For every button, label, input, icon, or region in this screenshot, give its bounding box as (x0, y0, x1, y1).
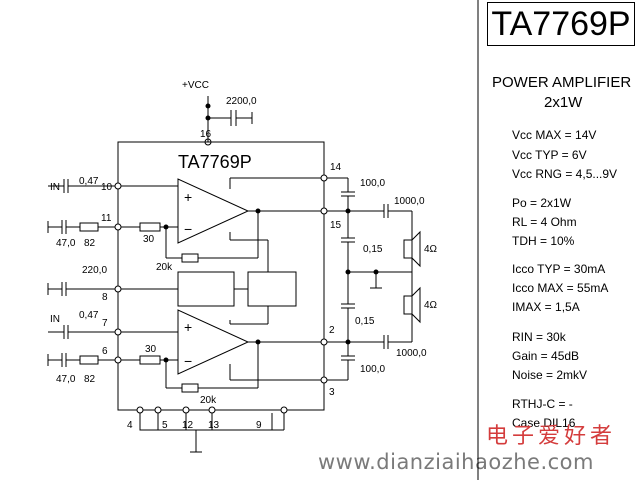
label-c-fb1: 47,0 (56, 238, 76, 249)
label-pin6: 6 (102, 346, 108, 357)
pin11-dot (114, 223, 122, 231)
pin10-dot (114, 182, 122, 190)
label-pin16: 16 (200, 129, 212, 140)
ground-bus (139, 413, 273, 431)
pin16-dot (204, 138, 212, 146)
label-plus1: + (184, 189, 192, 205)
label-c-out1: 1000,0 (394, 196, 425, 207)
label-c-pin8: 220,0 (82, 265, 107, 276)
speaker1-coil (403, 239, 413, 259)
spec-icco-typ: Icco TYP = 30mA (512, 262, 606, 276)
spec-gain: Gain = 45dB (512, 349, 580, 363)
label-c-boot2: 100,0 (360, 364, 385, 375)
part-number-title: TA7769P (487, 2, 635, 46)
label-r-fb1: 82 (84, 238, 96, 249)
label-r-bias2: 20k (200, 395, 217, 406)
pin8-dot (114, 285, 122, 293)
amp-upper (177, 178, 250, 244)
label-c-in2: 0,47 (79, 310, 99, 321)
label-minus1: − (184, 221, 192, 237)
label-c-in1: 0,47 (79, 176, 99, 187)
bias-block-right (247, 271, 297, 307)
r-in1 (139, 222, 161, 232)
label-r-in2: 30 (145, 344, 157, 355)
pin4-dot (136, 406, 144, 414)
ic-body (117, 141, 325, 411)
label-pin9: 9 (256, 420, 262, 431)
label-minus2: − (184, 353, 192, 369)
spec-case: Case DIL16 (512, 416, 576, 430)
pin14-dot (320, 174, 328, 182)
bias-block-left (177, 271, 235, 307)
speaker2-cone (411, 286, 421, 324)
vcc-terminal (205, 103, 211, 109)
r-fb1 (79, 222, 99, 232)
label-pin15: 15 (330, 220, 342, 231)
label-c-out2: 1000,0 (396, 348, 427, 359)
label-c-zob2: 0,15 (355, 316, 375, 327)
label-c-boot1: 100,0 (360, 178, 385, 189)
label-pin7: 7 (102, 318, 108, 329)
label-pin4: 4 (127, 420, 133, 431)
spec-imax: IMAX = 1,5A (512, 300, 580, 314)
pin3-dot (320, 376, 328, 384)
label-in2: IN (50, 314, 60, 325)
label-vcc: +VCC (182, 80, 209, 91)
label-c-zob1: 0,15 (363, 244, 383, 255)
r-bias2 (181, 383, 199, 393)
label-ic: TA7769P (178, 152, 252, 172)
speaker1-cone (411, 230, 421, 268)
pin12-dot (182, 406, 190, 414)
watermark-url: www.dianziaihaozhe.com (318, 450, 594, 474)
spec-vcc-max: Vcc MAX = 14V (512, 128, 597, 142)
pin2-dot (320, 338, 328, 346)
label-pin2: 2 (329, 325, 335, 336)
label-pin8: 8 (102, 292, 108, 303)
label-c-supply: 2200,0 (226, 96, 257, 107)
spec-po: Po = 2x1W (512, 196, 572, 210)
header-line2: 2x1W (544, 94, 583, 111)
label-pin12: 12 (182, 420, 194, 431)
pin15-dot (320, 207, 328, 215)
spec-icco-max: Icco MAX = 55mA (512, 281, 609, 295)
label-spk2: 4Ω (424, 300, 438, 311)
pin9-dot (280, 406, 288, 414)
label-pin3: 3 (329, 387, 335, 398)
r-bias1 (181, 253, 199, 263)
r-in2 (139, 355, 161, 365)
spec-noise: Noise = 2mkV (512, 368, 588, 382)
spec-vcc-rng: Vcc RNG = 4,5...9V (512, 167, 618, 181)
spec-tdh: TDH = 10% (512, 234, 575, 248)
label-plus2: + (184, 319, 192, 335)
watermark-cn: 电子爱好者 (486, 424, 617, 449)
pin5-dot (154, 406, 162, 414)
label-r-bias1: 20k (156, 262, 173, 273)
label-r-in1: 30 (143, 234, 155, 245)
spec-vcc-typ: Vcc TYP = 6V (512, 148, 587, 162)
pin6-dot (114, 356, 122, 364)
spec-rthj: RTHJ-C = - (512, 397, 573, 411)
label-r-fb2: 82 (84, 374, 96, 385)
header-line1: POWER AMPLIFIER (492, 74, 632, 91)
label-pin14: 14 (330, 162, 342, 173)
amp-lower (177, 309, 250, 375)
node (345, 269, 351, 275)
r-fb2 (79, 355, 99, 365)
label-pin11: 11 (101, 213, 112, 224)
label-in1: IN (50, 182, 60, 193)
label-pin5: 5 (162, 420, 168, 431)
label-pin13: 13 (208, 420, 220, 431)
spec-rl: RL = 4 Ohm (512, 215, 577, 229)
pin7-dot (114, 328, 122, 336)
speaker2-coil (403, 295, 413, 315)
pin13-dot (208, 406, 216, 414)
part-number-text: TA7769P (491, 4, 631, 43)
label-c-fb2: 47,0 (56, 374, 76, 385)
label-pin10: 10 (101, 182, 113, 193)
label-spk1: 4Ω (424, 244, 438, 255)
spec-rin: RIN = 30k (512, 330, 566, 344)
